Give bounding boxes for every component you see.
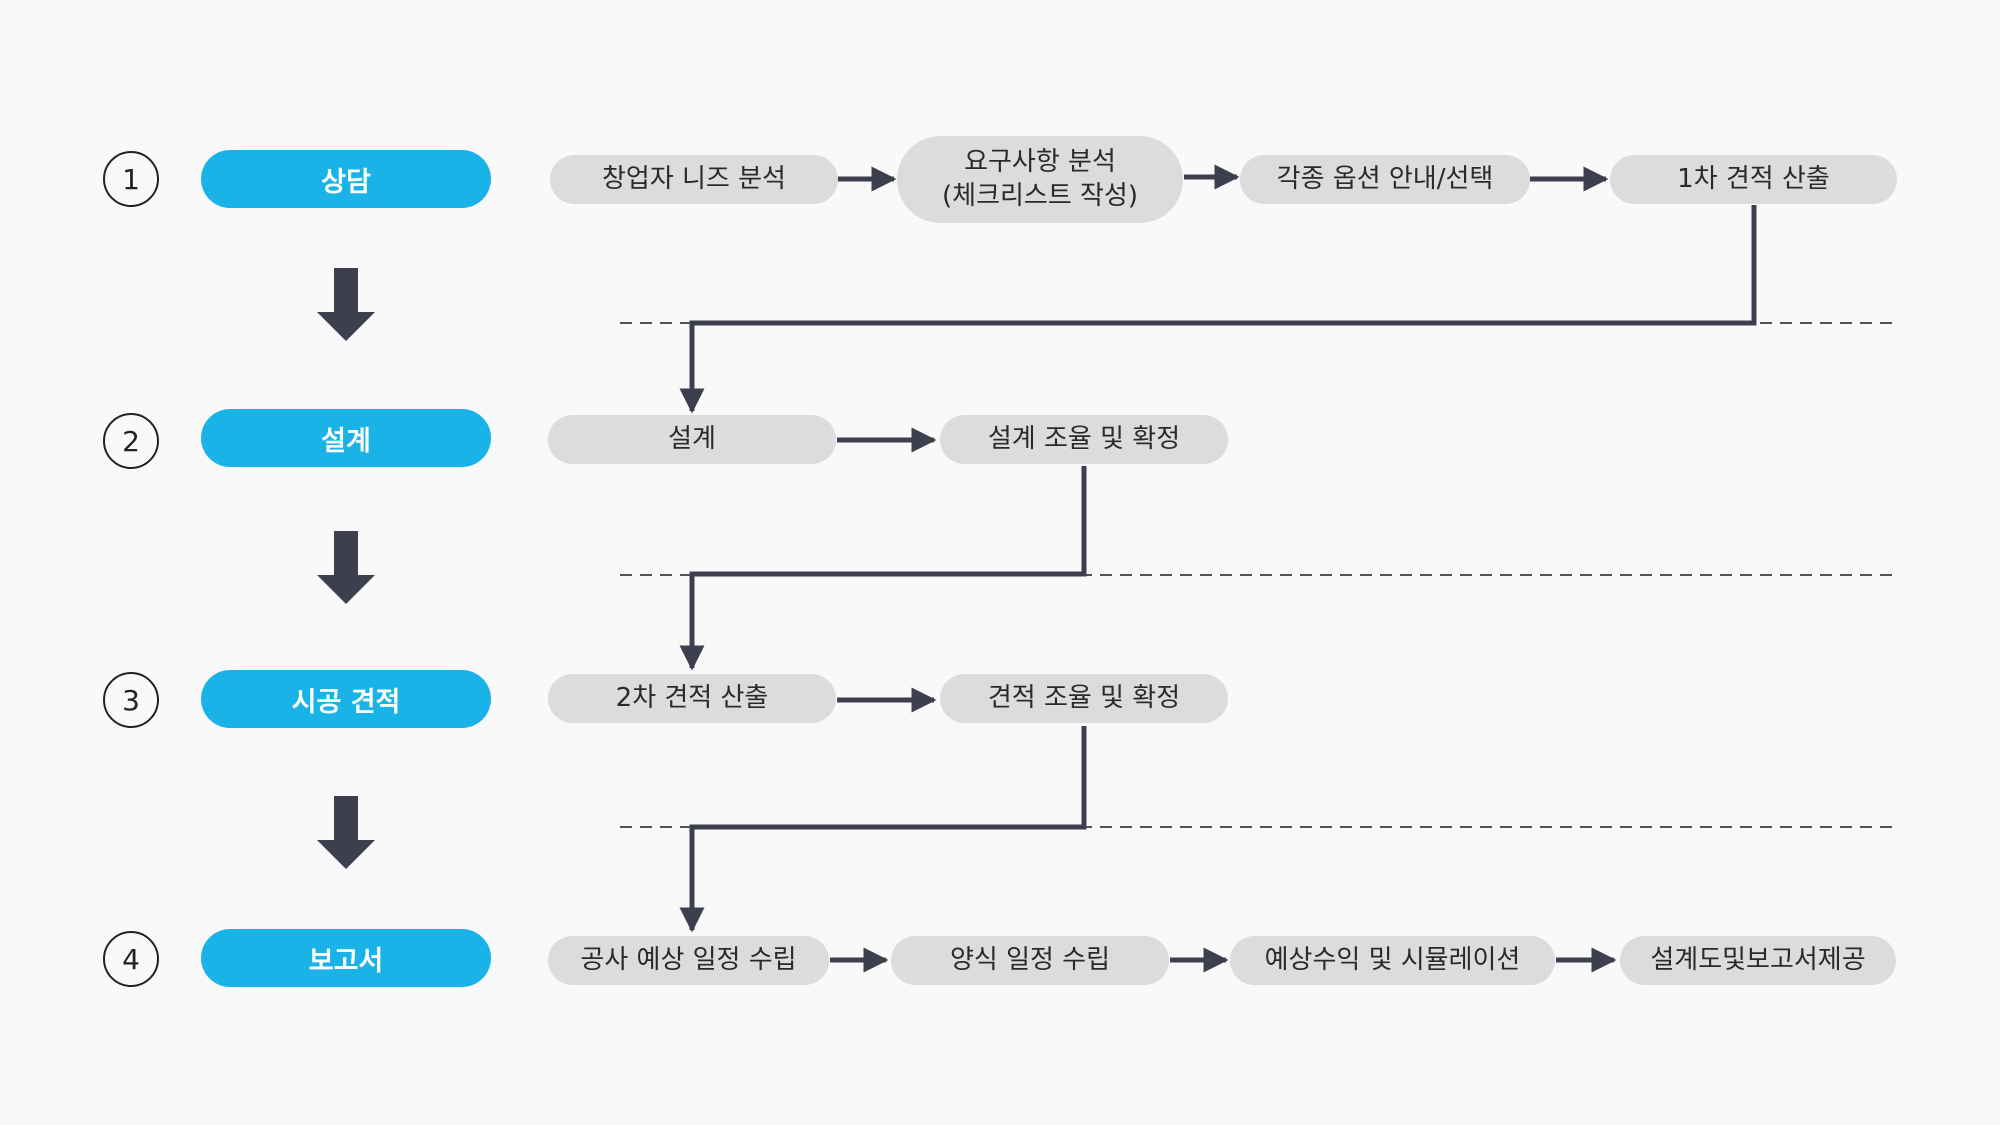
- stage-report: 보고서: [201, 929, 491, 987]
- down-arrow-icon: [317, 531, 375, 604]
- step-estimate-finalize: 견적 조율 및 확정: [940, 674, 1228, 723]
- stage-construction-estimate: 시공 견적: [201, 670, 491, 728]
- arrow-connector: [679, 726, 1087, 933]
- step-revenue-simulation: 예상수익 및 시뮬레이션: [1230, 936, 1555, 985]
- step-design: 설계: [548, 415, 836, 464]
- step-requirements-line1: 요구사항 분석: [964, 147, 1116, 178]
- step-second-estimate: 2차 견적 산출: [548, 674, 836, 723]
- step-options-guide: 각종 옵션 안내/선택: [1240, 155, 1530, 204]
- step-design-finalize: 설계 조율 및 확정: [940, 415, 1228, 464]
- stage-design: 설계: [201, 409, 491, 467]
- step-requirements-line2: (체크리스트 작성): [942, 180, 1138, 211]
- step-form-schedule: 양식 일정 수립: [891, 936, 1169, 985]
- step-schedule-plan: 공사 예상 일정 수립: [548, 936, 829, 985]
- step-first-estimate: 1차 견적 산출: [1610, 155, 1897, 204]
- step-deliver-report: 설계도및보고서제공: [1620, 936, 1896, 985]
- down-arrow-icon: [317, 268, 375, 341]
- step-number-1: 1: [103, 151, 159, 207]
- step-number-3: 3: [103, 672, 159, 728]
- down-arrow-icon: [317, 796, 375, 869]
- step-number-4: 4: [103, 931, 159, 987]
- arrow-connector: [679, 466, 1087, 671]
- stage-consultation: 상담: [201, 150, 491, 208]
- step-number-2: 2: [103, 413, 159, 469]
- step-needs-analysis: 창업자 니즈 분석: [550, 155, 838, 204]
- step-requirements-analysis: 요구사항 분석 (체크리스트 작성): [897, 136, 1183, 223]
- arrow-connector: [679, 205, 1757, 414]
